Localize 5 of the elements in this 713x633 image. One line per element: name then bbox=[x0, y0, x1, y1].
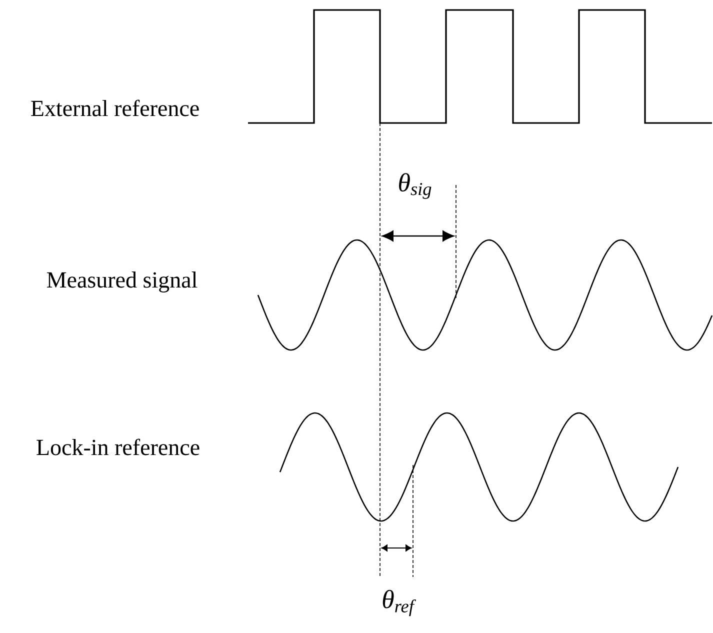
label: θ$_{sig}$ bbox=[399, 173, 432, 199]
label: External reference bbox=[31, 100, 199, 116]
label: Lock-in reference bbox=[36, 438, 200, 456]
label: Measured signal bbox=[46, 272, 198, 292]
label: θ$_{ref}$ bbox=[382, 590, 416, 616]
